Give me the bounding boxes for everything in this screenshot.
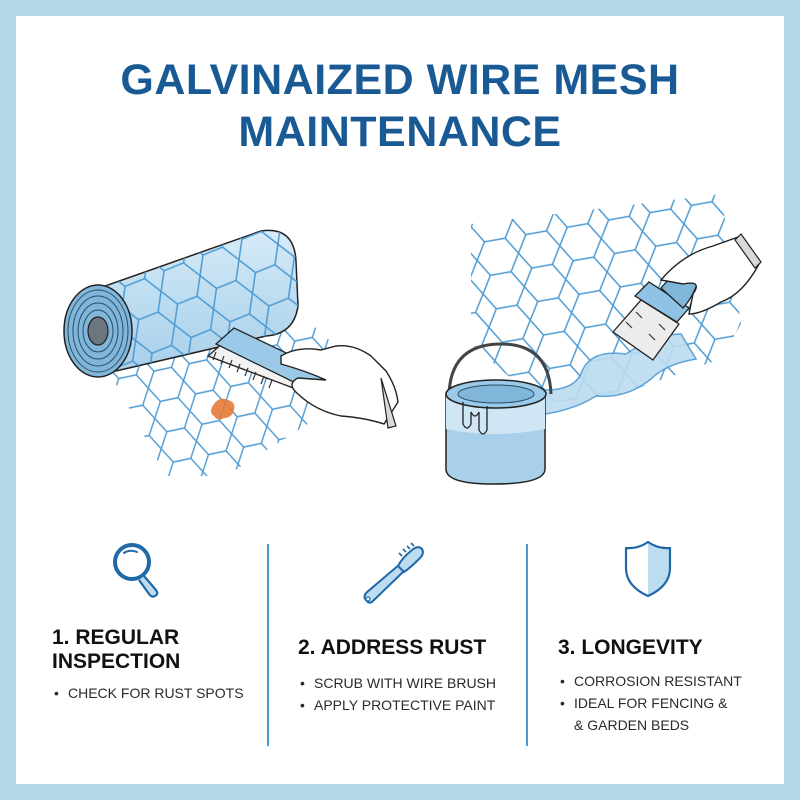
illustration-paint: [421, 184, 766, 494]
illustration-inspect-scrub: [36, 206, 416, 496]
wire-brush-icon: [363, 542, 424, 604]
section-inspection: 1. REGULAR INSPECTION CHECK FOR RUST SPO…: [40, 538, 268, 768]
bullet-item: IDEAL FOR FENCING &: [560, 692, 742, 714]
gloved-hand-icon: [659, 233, 762, 315]
bullet-item: CHECK FOR RUST SPOTS: [54, 682, 244, 704]
page-title: GALVINAIZED WIRE MESH MAINTENANCE: [16, 54, 784, 158]
section-longevity: 3. LONGEVITY CORROSION RESISTANT IDEAL F…: [536, 538, 776, 768]
bullet-item: APPLY PROTECTIVE PAINT: [300, 694, 496, 716]
section-heading: 3. LONGEVITY: [558, 636, 703, 659]
section-heading: 2. ADDRESS RUST: [298, 636, 487, 659]
paint-can-icon: [445, 342, 553, 485]
bullet-item-continuation: & GARDEN BEDS: [574, 717, 690, 733]
rust-spot-icon: [211, 398, 235, 420]
infographic-card: GALVINAIZED WIRE MESH MAINTENANCE: [16, 16, 784, 784]
flat-mesh-icon: [106, 301, 336, 476]
gloved-hand-icon: [280, 345, 399, 429]
title-line-2: MAINTENANCE: [238, 108, 562, 156]
bullet-item: SCRUB WITH WIRE BRUSH: [300, 672, 496, 694]
heading-line-1: 1. REGULAR: [52, 626, 180, 649]
column-divider: [526, 544, 528, 746]
section-heading: 1. REGULAR INSPECTION: [52, 626, 180, 674]
magnifier-icon: [113, 543, 159, 598]
column-divider: [267, 544, 269, 746]
shield-icon: [624, 540, 672, 598]
title-line-1: GALVINAIZED WIRE MESH: [120, 56, 680, 104]
bullet-list: SCRUB WITH WIRE BRUSH APPLY PROTECTIVE P…: [300, 672, 496, 716]
heading-line-2: INSPECTION: [52, 650, 181, 673]
bullet-list: CORROSION RESISTANT IDEAL FOR FENCING & …: [560, 670, 742, 736]
bullet-list: CHECK FOR RUST SPOTS: [54, 682, 244, 704]
section-address-rust: 2. ADDRESS RUST SCRUB WITH WIRE BRUSH AP…: [278, 538, 528, 768]
bullet-item: CORROSION RESISTANT: [560, 670, 742, 692]
